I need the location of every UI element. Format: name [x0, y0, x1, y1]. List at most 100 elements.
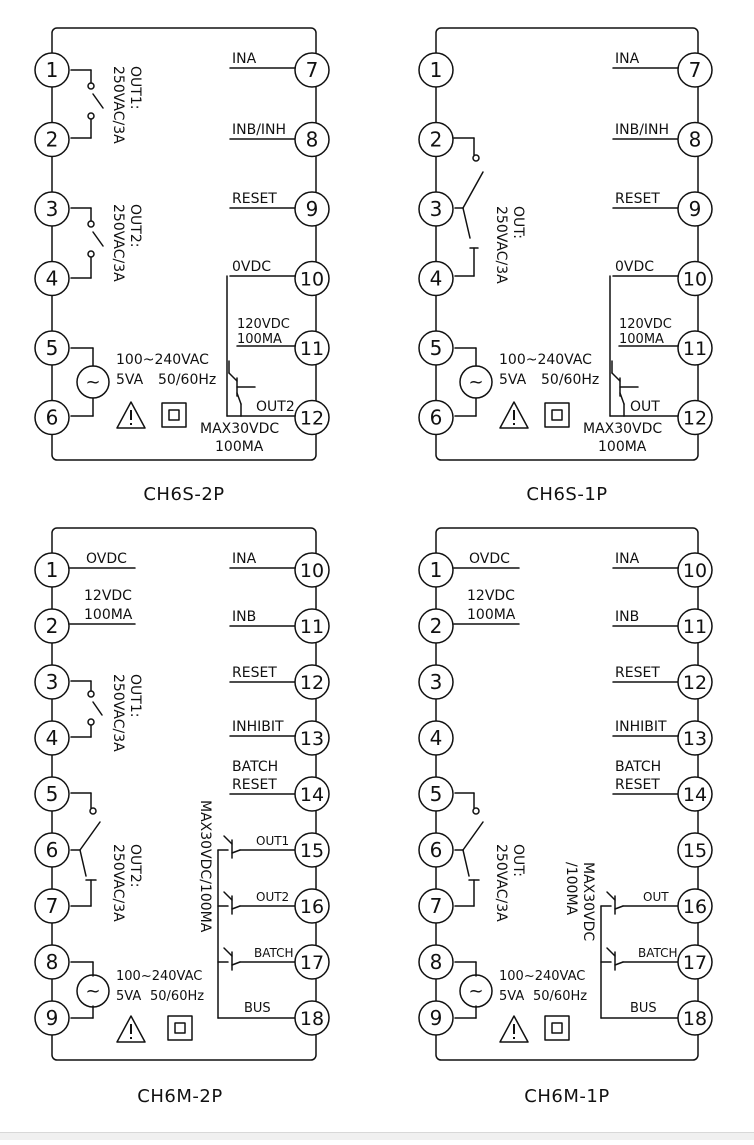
label-inhibit: INHIBIT: [615, 719, 667, 735]
terminal-number: 13: [300, 728, 324, 750]
terminal-number: 11: [683, 338, 707, 360]
label-batch-out: BATCH: [254, 946, 294, 960]
label-ovdc: OVDC: [469, 551, 510, 567]
terminal-number: 16: [683, 896, 707, 918]
label-ina: INA: [615, 51, 640, 67]
double-insulation-icon: [544, 402, 570, 428]
terminal-3: [418, 664, 454, 700]
caption-ch6m-2p: CH6M-2P: [137, 1086, 222, 1107]
terminal-4: [34, 720, 70, 756]
transistor-out2: [228, 360, 256, 417]
transistor-rating-voltage: MAX30VDC: [580, 862, 596, 941]
label-0vdc: 0VDC: [232, 259, 271, 275]
terminal-6: [34, 399, 70, 436]
double-insulation-icon: [167, 1015, 193, 1041]
relay-out-rating: 250VAC/3A: [493, 206, 509, 284]
label-aux-voltage: 120VDC: [237, 317, 290, 332]
terminal-7: [294, 52, 330, 88]
terminal-4: [418, 720, 454, 756]
relay-out1: [70, 680, 103, 738]
terminal-number: 5: [46, 782, 59, 806]
supply-power: 5VA: [499, 372, 527, 388]
label-inhibit: INHIBIT: [232, 719, 284, 735]
transistor-batch: [600, 947, 679, 971]
relay-out-rating: 250VAC/3A: [493, 844, 509, 922]
ac-supply: [454, 961, 493, 1019]
terminal-13: [294, 720, 330, 756]
terminal-number: 10: [300, 560, 324, 582]
label-inb: INB: [615, 609, 639, 625]
terminal-number: 12: [300, 672, 324, 694]
terminal-number: 14: [683, 784, 707, 806]
terminal-number: 9: [689, 197, 702, 221]
terminal-number: 12: [300, 408, 324, 430]
ac-symbol: ~: [85, 372, 100, 393]
relay-out2-rating: 250VAC/3A: [110, 844, 126, 922]
terminal-8: [294, 121, 330, 158]
label-batch: BATCH: [615, 759, 661, 775]
terminal-3: [418, 191, 454, 227]
label-bus: BUS: [630, 1001, 657, 1016]
caption-ch6m-1p: CH6M-1P: [524, 1086, 609, 1107]
terminal-12: [677, 664, 713, 700]
terminal-number: 11: [683, 616, 707, 638]
bottom-divider: [0, 1132, 754, 1140]
relay-out-label: OUT:: [510, 844, 526, 877]
terminal-11: [294, 608, 330, 644]
label-100ma: 100MA: [467, 607, 516, 623]
terminal-number: 3: [430, 670, 443, 694]
label-out: OUT: [630, 399, 660, 415]
terminal-number: 1: [430, 58, 443, 82]
supply-freq: 50/60Hz: [541, 372, 599, 388]
terminal-7: [677, 52, 713, 88]
label-batch-out: BATCH: [638, 946, 678, 960]
supply-power: 5VA: [116, 989, 141, 1004]
terminal-15: [677, 832, 713, 868]
label-inb-inh: INB/INH: [232, 122, 286, 138]
warning-icon: [499, 1015, 529, 1043]
terminal-10: [294, 260, 330, 297]
relay-out1-label: OUT1:: [127, 66, 143, 109]
supply-freq: 50/60Hz: [150, 989, 204, 1004]
terminal-17: [677, 944, 713, 980]
terminal-number: 11: [300, 616, 324, 638]
terminal-number: 3: [46, 670, 59, 694]
terminal-8: [677, 121, 713, 158]
label-reset: RESET: [232, 665, 277, 681]
terminal-15: [294, 832, 330, 868]
transistor-batch: [217, 947, 296, 971]
terminal-10: [677, 552, 713, 588]
terminal-10: [294, 552, 330, 588]
label-aux-voltage: 120VDC: [619, 317, 672, 332]
terminal-number: 11: [300, 338, 324, 360]
terminal-11: [677, 330, 713, 366]
terminal-3: [34, 664, 70, 700]
terminal-7: [34, 888, 70, 924]
terminal-9: [677, 191, 713, 227]
terminal-number: 10: [683, 269, 707, 291]
terminal-number: 12: [683, 672, 707, 694]
label-inb-inh: INB/INH: [615, 122, 669, 138]
label-max-voltage: MAX30VDC: [200, 421, 279, 437]
terminal-18: [677, 1000, 713, 1036]
terminal-4: [418, 260, 454, 297]
label-ovdc: OVDC: [86, 551, 127, 567]
terminal-6: [418, 832, 454, 868]
ac-symbol: ~: [85, 981, 100, 1002]
terminal-number: 5: [430, 336, 443, 360]
relay-out2: [70, 207, 104, 279]
terminal-number: 18: [300, 1008, 324, 1030]
terminal-16: [294, 888, 330, 924]
terminal-16: [677, 888, 713, 924]
terminal-number: 1: [430, 558, 443, 582]
label-aux-current: 100MA: [619, 332, 664, 347]
terminal-18: [294, 1000, 330, 1036]
supply-power: 5VA: [116, 372, 144, 388]
terminal-number: 1: [46, 58, 59, 82]
label-ina: INA: [232, 551, 257, 567]
terminal-number: 9: [46, 1006, 59, 1030]
terminal-number: 18: [683, 1008, 707, 1030]
ac-supply: [70, 347, 110, 417]
relay-out2-label: OUT2:: [127, 204, 143, 247]
label-max-current: 100MA: [598, 439, 647, 455]
